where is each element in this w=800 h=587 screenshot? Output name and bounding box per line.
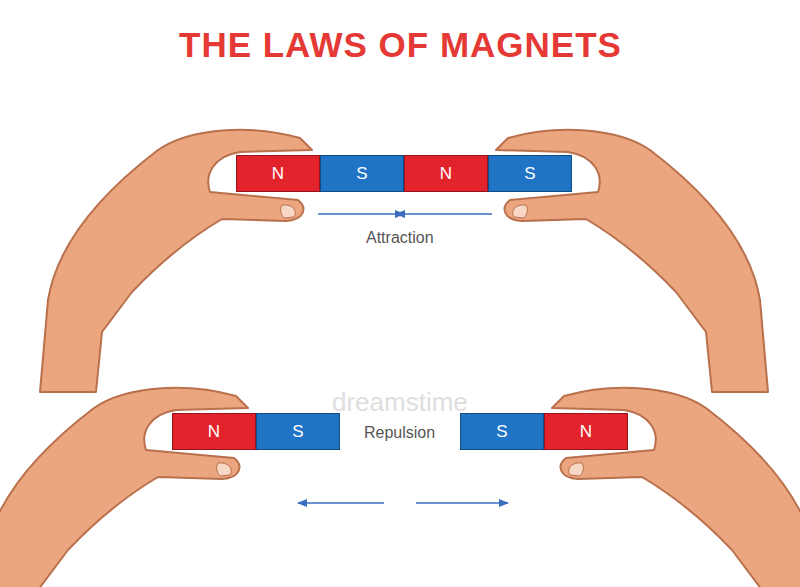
magnet-pole: N [172, 413, 256, 450]
force-arrows [298, 214, 508, 503]
pole-letter: N [440, 164, 452, 184]
pole-letter: N [580, 422, 592, 442]
magnet-pole: N [404, 155, 488, 192]
magnet-pole: N [544, 413, 628, 450]
watermark: dreamstime [332, 387, 468, 418]
pole-letter: S [496, 422, 507, 442]
pole-letter: S [524, 164, 535, 184]
pole-letter: N [208, 422, 220, 442]
force-label: Repulsion [364, 424, 435, 442]
magnet-pole: S [460, 413, 544, 450]
pole-letter: N [272, 164, 284, 184]
pole-letter: S [292, 422, 303, 442]
title: THE LAWS OF MAGNETS [179, 25, 622, 65]
magnet-pole: S [256, 413, 340, 450]
magnet-pole: N [236, 155, 320, 192]
magnet-pole: S [320, 155, 404, 192]
force-label: Attraction [366, 229, 434, 247]
magnet-pole: S [488, 155, 572, 192]
pole-letter: S [356, 164, 367, 184]
